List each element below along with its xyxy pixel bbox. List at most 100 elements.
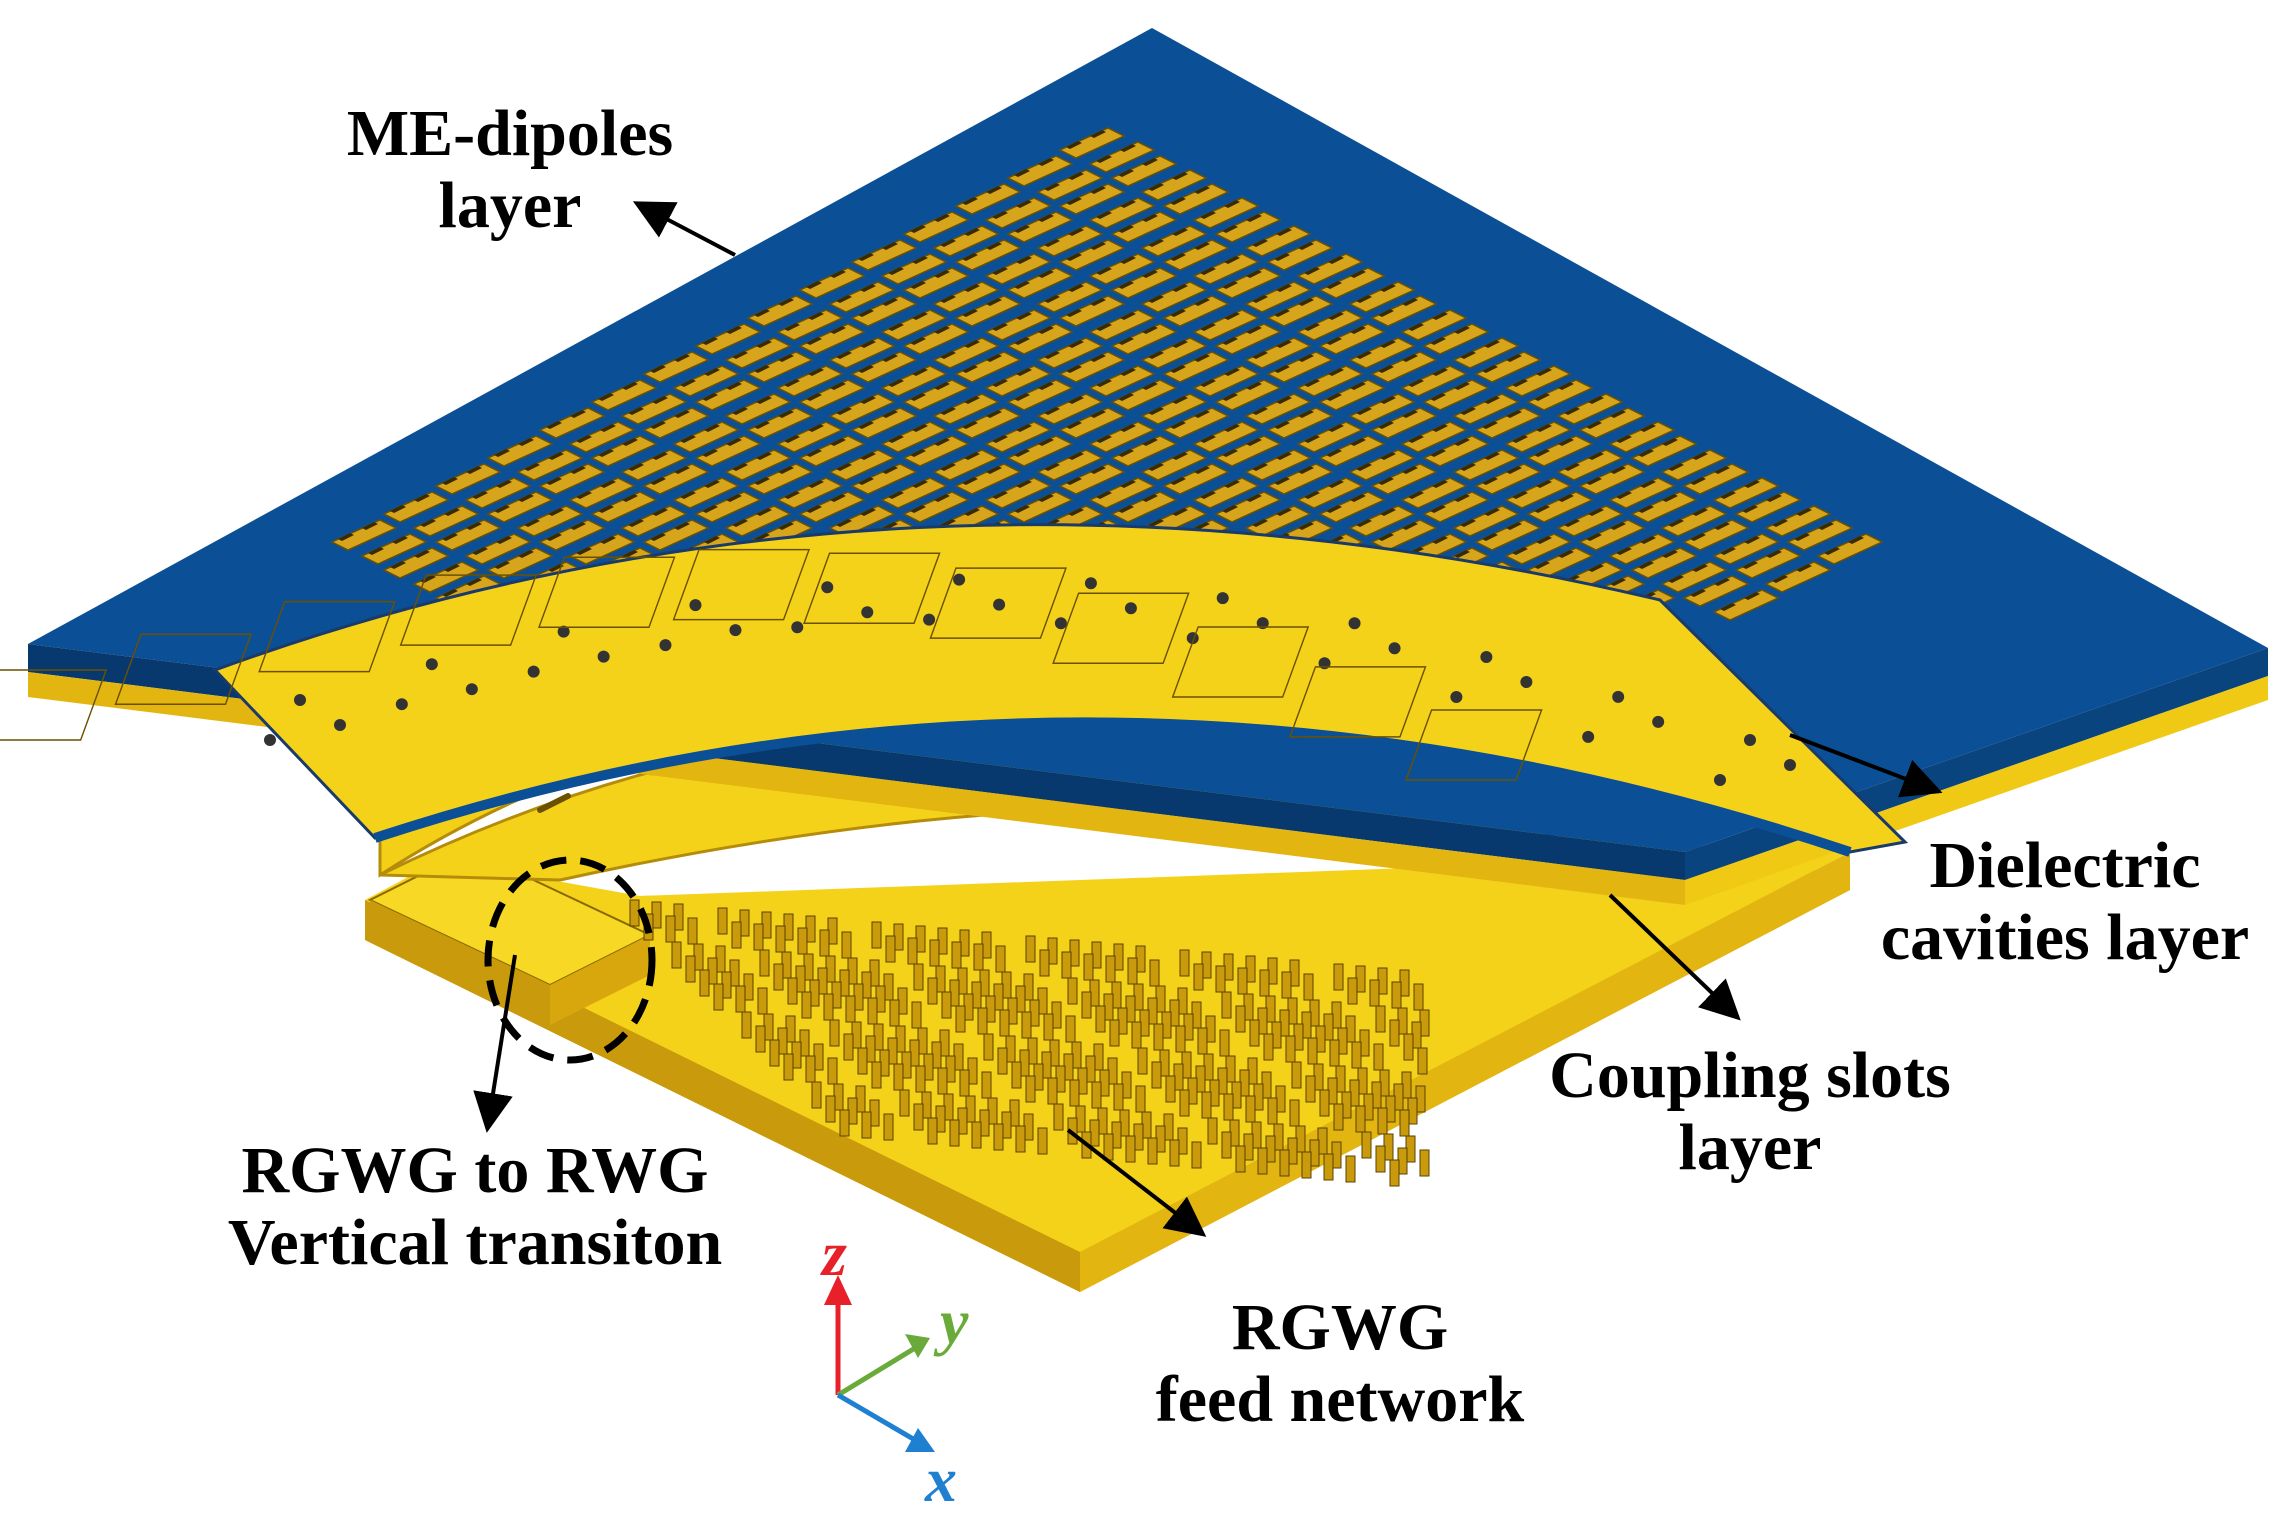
me-dipole-element — [954, 239, 1022, 271]
cavity-via — [597, 650, 610, 663]
cavity-outline — [929, 567, 1067, 639]
me-dipole-element — [1734, 547, 1802, 579]
me-dipole-element — [1504, 365, 1572, 397]
rgwg-pin — [735, 985, 746, 1013]
rgwg-pin — [629, 899, 640, 927]
me-dipole-element — [672, 421, 740, 453]
cavity-via — [1714, 774, 1726, 786]
me-dipole-element — [1422, 435, 1490, 467]
cavity-via — [993, 598, 1006, 611]
me-dipole-element — [1214, 267, 1282, 299]
me-dipole-element — [1526, 491, 1594, 523]
rgwg-pin — [1221, 991, 1232, 1019]
rgwg-pin — [941, 991, 952, 1019]
rgwg-pin — [1249, 1019, 1260, 1047]
me-dipole-element — [1556, 505, 1624, 537]
rgwg-pin — [1083, 953, 1094, 981]
me-dipole-element — [412, 505, 480, 537]
me-dipole-element — [694, 435, 762, 467]
rgwg-pin — [1413, 983, 1424, 1011]
rgwg-pin — [993, 1123, 1004, 1151]
me-dipole-element — [1244, 225, 1312, 257]
rgwg-pin-field — [629, 899, 1430, 1187]
cavity-via — [1388, 642, 1401, 655]
me-dipole-element — [1556, 449, 1624, 481]
cavity-via — [557, 625, 570, 638]
me-dipole-element — [1816, 533, 1884, 565]
rgwg-pin — [1267, 1097, 1278, 1125]
rgwg-pin — [1137, 1047, 1148, 1075]
me-dipole-element — [620, 393, 688, 425]
me-dipole-element — [1318, 435, 1386, 467]
me-dipole-element — [538, 519, 606, 551]
rgwg-pin — [1285, 1035, 1296, 1063]
rgwg-pin — [741, 1011, 752, 1039]
axis-label-y: y — [940, 1286, 969, 1357]
rgwg-pin — [665, 915, 676, 943]
me-dipole-element — [1578, 463, 1646, 495]
me-dipole-element — [1088, 253, 1156, 285]
me-dipole-element — [1734, 491, 1802, 523]
cavity-via — [1256, 617, 1269, 630]
me-dipole-element — [1452, 505, 1520, 537]
me-dipole-element — [1214, 435, 1282, 467]
me-dipole-element — [1266, 351, 1334, 383]
me-dipole-element — [1110, 491, 1178, 523]
rgwg-pin — [797, 927, 808, 955]
rgwg-pin — [1259, 969, 1270, 997]
me-dipole-element — [984, 309, 1052, 341]
me-dipole-element — [902, 267, 970, 299]
me-dipole-element — [1504, 533, 1572, 565]
x-axis-line — [836, 1392, 917, 1443]
me-dipole-element — [1006, 155, 1074, 187]
me-dipole-element — [1452, 393, 1520, 425]
cavity-via — [395, 698, 408, 711]
rgwg-pin — [1319, 1089, 1330, 1117]
me-dipole-element — [902, 435, 970, 467]
me-dipole-element — [1088, 197, 1156, 229]
rgwg-pin — [1047, 1077, 1058, 1105]
me-dipole-element — [746, 463, 814, 495]
axis-label-x: x — [925, 1444, 957, 1515]
me-dipole-element — [798, 379, 866, 411]
rgwg-pin — [699, 969, 710, 997]
me-dipole-element — [776, 477, 844, 509]
rgwg-pin — [1151, 1061, 1162, 1089]
rgwg-pin — [787, 977, 798, 1005]
me-dipole-element — [590, 491, 658, 523]
rgwg-pin — [827, 1057, 838, 1085]
me-dipole-element — [776, 309, 844, 341]
rgwg-pin — [1169, 1139, 1180, 1167]
cavity-outline — [537, 556, 676, 628]
rgwg-pin — [1403, 1033, 1414, 1061]
rgwg-pin — [883, 1113, 894, 1141]
me-dipole-element — [984, 421, 1052, 453]
cavity-via — [264, 734, 276, 746]
rgwg-pin — [1307, 1037, 1318, 1065]
me-dipole-element — [932, 393, 1000, 425]
rgwg-pin — [1037, 1127, 1048, 1155]
me-dipole-element — [590, 379, 658, 411]
me-dipole-element — [902, 379, 970, 411]
me-dipole-element — [1162, 463, 1230, 495]
me-dipole-element — [620, 505, 688, 537]
me-dipole-element — [1370, 351, 1438, 383]
rgwg-pin — [1127, 957, 1138, 985]
cavity-outline — [399, 574, 538, 646]
me-dipole-element — [330, 519, 398, 551]
rgwg-pin — [1125, 1135, 1136, 1163]
rgwg-pin — [1021, 1011, 1032, 1039]
rgwg-pin — [841, 931, 852, 959]
rgwg-pin — [899, 1089, 910, 1117]
rgwg-pin — [999, 1009, 1010, 1037]
rgwg-pin — [773, 963, 784, 991]
me-dipole-element — [1296, 421, 1364, 453]
rgwg-pin — [955, 1005, 966, 1033]
me-dipole-element — [1006, 267, 1074, 299]
me-dipole-element — [694, 323, 762, 355]
me-dipole-element — [1140, 449, 1208, 481]
me-dipole-element — [1630, 435, 1698, 467]
me-dipole-element — [1058, 351, 1126, 383]
